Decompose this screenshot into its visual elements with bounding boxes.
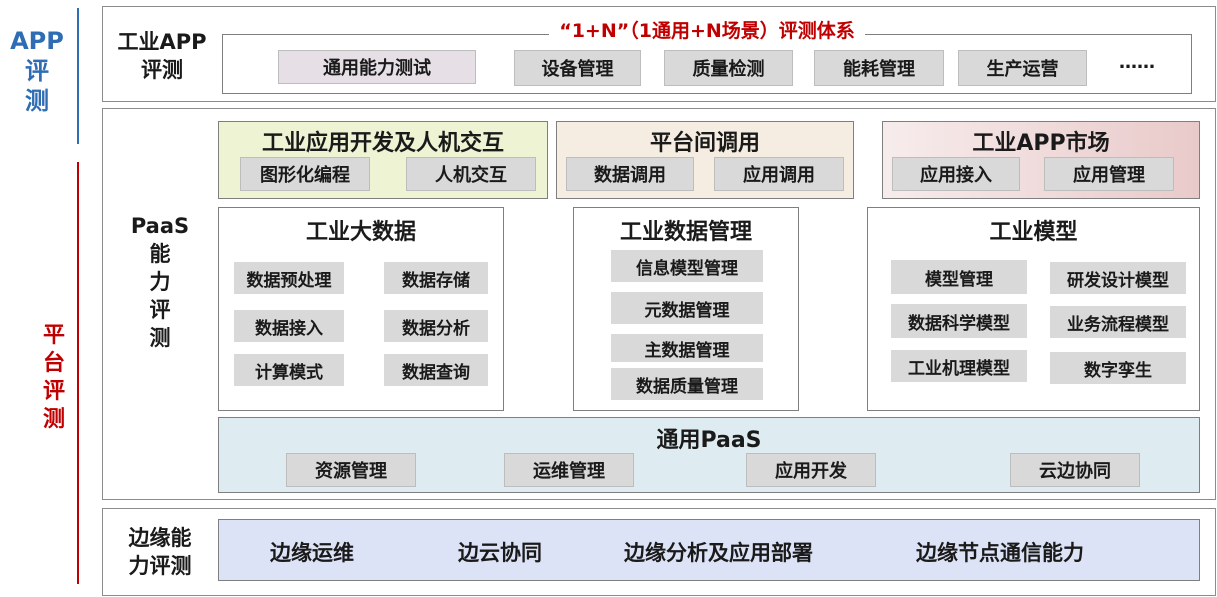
data-mgmt-title: 工业数据管理 [619,220,752,245]
paas-eval-label-line-5: 测 [149,326,171,350]
edge-eval-label-line-2: 力评测 [128,554,192,578]
big-data-title: 工业大数据 [305,220,416,245]
big-data-access: 数据接入 [234,310,344,342]
app-item-production: 生产运营 [958,50,1087,86]
interop-title: 平台间调用 [649,131,760,156]
big-data-query: 数据查询 [384,354,488,386]
general-cloud-edge: 云边协同 [1010,453,1140,487]
edge-eval-row-label: 边缘能 力评测 [110,524,210,580]
model-data-science: 数据科学模型 [891,304,1027,338]
app-item-quality: 质量检测 [664,50,793,86]
market-app-management: 应用管理 [1044,157,1174,191]
app-eval-side-label: APP 评 测 [6,26,68,116]
data-mgmt-metadata: 元数据管理 [611,292,763,324]
paas-eval-label-line-4: 评 [149,298,171,322]
app-dev-hmi: 人机交互 [406,157,536,191]
edge-eval-label-line-1: 边缘能 [128,526,192,550]
platform-eval-side-line-3: 评 [42,379,65,404]
app-item-energy: 能耗管理 [814,50,944,86]
big-data-storage: 数据存储 [384,262,488,294]
app-item-more: …… [1119,52,1155,73]
edge-node-comm: 边缘节点通信能力 [916,541,1084,565]
platform-eval-side-line-2: 台 [42,351,65,376]
app-eval-side-divider [77,8,79,144]
app-eval-side-line-3: 测 [25,87,49,115]
app-eval-system-title-wrap: “1+N”（1通用+N场景）评测体系 [222,16,1192,43]
edge-cloud-collab: 边云协同 [458,541,542,565]
app-eval-row-label-line-2: 评测 [141,58,183,82]
interop-data-call: 数据调用 [566,157,694,191]
interop-app-call: 应用调用 [714,157,844,191]
big-data-preprocess: 数据预处理 [234,262,344,294]
app-eval-row-label-line-1: 工业APP [117,30,207,54]
model-management: 模型管理 [891,260,1027,294]
app-eval-side-line-1: APP [10,27,64,55]
app-eval-side-line-2: 评 [25,57,49,85]
app-market-title: 工业APP市场 [972,131,1110,156]
platform-eval-side-divider [77,162,79,584]
app-item-equipment: 设备管理 [514,50,641,86]
data-mgmt-info-model: 信息模型管理 [611,250,763,282]
platform-eval-side-line-4: 测 [42,407,65,432]
edge-items-box [218,519,1200,581]
app-eval-system-title: “1+N”（1通用+N场景）评测体系 [549,20,865,42]
model-business-process: 业务流程模型 [1050,306,1186,338]
model-title: 工业模型 [989,220,1078,245]
model-digital-twin: 数字孪生 [1050,352,1186,384]
big-data-analysis: 数据分析 [384,310,488,342]
app-dev-hmi-title: 工业应用开发及人机交互 [261,131,504,156]
model-rnd-design: 研发设计模型 [1050,262,1186,294]
general-ops-mgmt: 运维管理 [504,453,634,487]
paas-eval-label-line-3: 力 [149,270,171,294]
market-app-access: 应用接入 [892,157,1020,191]
platform-eval-side-line-1: 平 [42,323,65,348]
data-mgmt-master-data: 主数据管理 [611,334,763,362]
app-dev-graphical-programming: 图形化编程 [240,157,370,191]
paas-eval-row-label: PaaS 能 力 评 测 [118,212,202,352]
platform-eval-side-label: 平 台 评 测 [34,322,74,434]
model-mechanism: 工业机理模型 [891,350,1027,382]
data-mgmt-data-quality: 数据质量管理 [611,368,763,400]
paas-eval-label-line-2: 能 [149,242,171,266]
edge-analysis-deploy: 边缘分析及应用部署 [624,541,813,565]
general-resource-mgmt: 资源管理 [286,453,416,487]
app-item-general-capability: 通用能力测试 [278,50,476,84]
edge-ops: 边缘运维 [270,541,354,565]
paas-eval-label-line-1: PaaS [130,214,190,238]
general-paas-title: 通用PaaS [656,428,762,453]
general-app-dev: 应用开发 [746,453,876,487]
app-eval-row-label: 工业APP 评测 [106,28,218,84]
big-data-compute-mode: 计算模式 [234,354,344,386]
